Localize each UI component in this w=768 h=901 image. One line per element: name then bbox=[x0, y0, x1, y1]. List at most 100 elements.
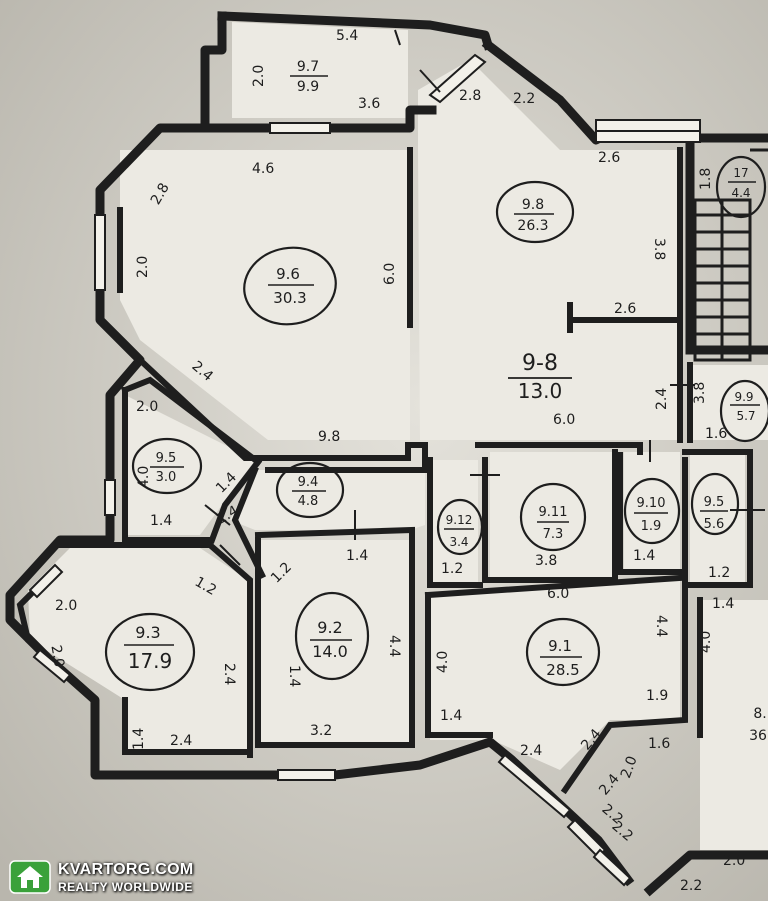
room-area: 4.8 bbox=[298, 494, 319, 509]
room-id: 17 bbox=[733, 166, 748, 180]
room-9-8-hall: 9-8 13.0 bbox=[508, 351, 572, 403]
room-id: 9.8 bbox=[522, 197, 544, 213]
dimension-label: 6.0 bbox=[547, 586, 569, 602]
watermark: KVARTORG.COM REALTY WORLDWIDE bbox=[8, 858, 193, 896]
room-area: 7.3 bbox=[543, 527, 564, 542]
room-8: 8. 36 bbox=[749, 706, 767, 744]
room-area: 5.7 bbox=[736, 409, 755, 423]
room-id: 9.10 bbox=[637, 496, 666, 511]
dimension-label: 1.4 bbox=[286, 665, 302, 687]
dimension-label: 1.2 bbox=[441, 561, 463, 577]
room-area: 3.0 bbox=[156, 470, 177, 485]
dimension-label: 1.4 bbox=[346, 548, 368, 564]
room-area: 13.0 bbox=[518, 379, 563, 403]
dimension-label: 1.4 bbox=[131, 728, 147, 750]
dimension-label: 4.6 bbox=[252, 161, 274, 177]
dimension-label: 1.4 bbox=[440, 708, 462, 724]
dimension-label: 2.0 bbox=[47, 644, 67, 669]
room-area: 9.9 bbox=[297, 79, 319, 95]
room-9-6: 9.6 30.3 bbox=[268, 265, 314, 307]
dimension-label: 4.0 bbox=[698, 631, 714, 653]
room-9-5-right: 9.5 5.6 bbox=[700, 495, 728, 532]
room-area: 36 bbox=[749, 728, 767, 744]
dimension-label: 3.8 bbox=[692, 382, 708, 404]
room-9-10: 9.10 1.9 bbox=[634, 496, 668, 534]
room-id: 8. bbox=[753, 706, 766, 722]
dimension-label: 5.4 bbox=[336, 28, 358, 44]
interior-walls bbox=[16, 147, 753, 795]
interior-floor bbox=[28, 22, 768, 850]
dimension-label: 1.8 bbox=[698, 168, 714, 190]
dimension-label: 2.0 bbox=[55, 598, 77, 614]
room-id: 9.1 bbox=[548, 637, 572, 655]
room-id: 9.4 bbox=[298, 475, 319, 490]
dimension-label: 4.4 bbox=[653, 615, 669, 637]
room-labels: 9.7 9.9 9.6 30.3 9.8 26.3 9-8 13.0 9.5 3… bbox=[124, 59, 767, 744]
walls bbox=[5, 11, 768, 897]
dimension-label: 2.0 bbox=[136, 399, 158, 415]
room-id: 9.11 bbox=[539, 505, 568, 520]
dimension-label: 2.4 bbox=[654, 388, 670, 410]
room-area: 5.6 bbox=[704, 517, 725, 532]
dimension-label: 1.6 bbox=[648, 736, 670, 752]
room-area: 4.4 bbox=[731, 186, 750, 200]
room-area: 1.9 bbox=[641, 519, 662, 534]
dimension-label: 4.0 bbox=[435, 651, 451, 673]
dimension-label: 3.8 bbox=[651, 238, 667, 260]
house-logo-icon bbox=[9, 860, 51, 894]
dimension-label: 2.0 bbox=[135, 256, 151, 278]
dimension-label: 1.9 bbox=[646, 688, 668, 704]
dimension-label: 2.0 bbox=[723, 853, 745, 869]
dimension-label: 6.0 bbox=[382, 263, 398, 285]
windows bbox=[28, 53, 701, 887]
dimension-label: 2.4 bbox=[221, 663, 237, 685]
room-17: 17 4.4 bbox=[728, 166, 756, 200]
room-area: 28.5 bbox=[546, 661, 579, 679]
dimension-label: 2.2 bbox=[680, 878, 702, 894]
room-id: 9.5 bbox=[704, 495, 725, 510]
room-id: 9.5 bbox=[156, 451, 177, 466]
dimension-label: 4.0 bbox=[136, 466, 152, 488]
room-9-9: 9.9 5.7 bbox=[730, 390, 760, 423]
watermark-tagline: REALTY WORLDWIDE bbox=[58, 879, 193, 894]
room-circles bbox=[104, 155, 768, 692]
room-id: 9.9 bbox=[734, 390, 753, 404]
room-id: 9.12 bbox=[446, 513, 473, 527]
dimension-label: 3.8 bbox=[535, 553, 557, 569]
dimension-label: 9.8 bbox=[318, 429, 340, 445]
room-area: 14.0 bbox=[312, 642, 348, 661]
dimension-label: 1.2 bbox=[708, 565, 730, 581]
dimension-label: 2.6 bbox=[614, 301, 636, 317]
room-area: 17.9 bbox=[128, 649, 173, 673]
dimension-label: 1.4 bbox=[150, 513, 172, 529]
room-9-12: 9.12 3.4 bbox=[444, 513, 474, 549]
dimension-label: 4.4 bbox=[386, 635, 402, 657]
room-area: 3.4 bbox=[449, 535, 468, 549]
room-9-1: 9.1 28.5 bbox=[540, 637, 582, 679]
room-id: 9-8 bbox=[522, 351, 558, 376]
room-9-7: 9.7 9.9 bbox=[290, 59, 328, 95]
room-id: 9.7 bbox=[297, 59, 319, 75]
room-area: 30.3 bbox=[273, 289, 306, 307]
room-9-2: 9.2 14.0 bbox=[310, 618, 352, 661]
staircase bbox=[693, 148, 768, 362]
dimension-label: 3.6 bbox=[358, 96, 380, 112]
door-marks bbox=[204, 29, 765, 566]
dimension-label: 2.2 bbox=[513, 91, 535, 107]
watermark-text: KVARTORG.COM REALTY WORLDWIDE bbox=[58, 861, 193, 894]
dimension-label: 1.4 bbox=[712, 596, 734, 612]
dimension-label: 2.8 bbox=[459, 88, 481, 104]
dimension-label: 1.6 bbox=[705, 426, 727, 442]
dimension-label: 2.4 bbox=[170, 733, 192, 749]
dimension-labels: 5.4 2.0 3.6 2.8 2.2 2.6 4.6 2.8 2.0 6.0 … bbox=[47, 28, 745, 894]
room-id: 9.2 bbox=[317, 618, 342, 637]
room-9-11: 9.11 7.3 bbox=[537, 505, 569, 542]
dimension-label: 3.2 bbox=[310, 723, 332, 739]
room-9-8: 9.8 26.3 bbox=[514, 197, 554, 234]
dimension-label: 2.0 bbox=[251, 65, 267, 87]
dimension-label: 1.4 bbox=[633, 548, 655, 564]
room-9-4: 9.4 4.8 bbox=[292, 475, 326, 509]
room-9-3: 9.3 17.9 bbox=[124, 623, 174, 673]
room-area: 26.3 bbox=[517, 218, 548, 234]
